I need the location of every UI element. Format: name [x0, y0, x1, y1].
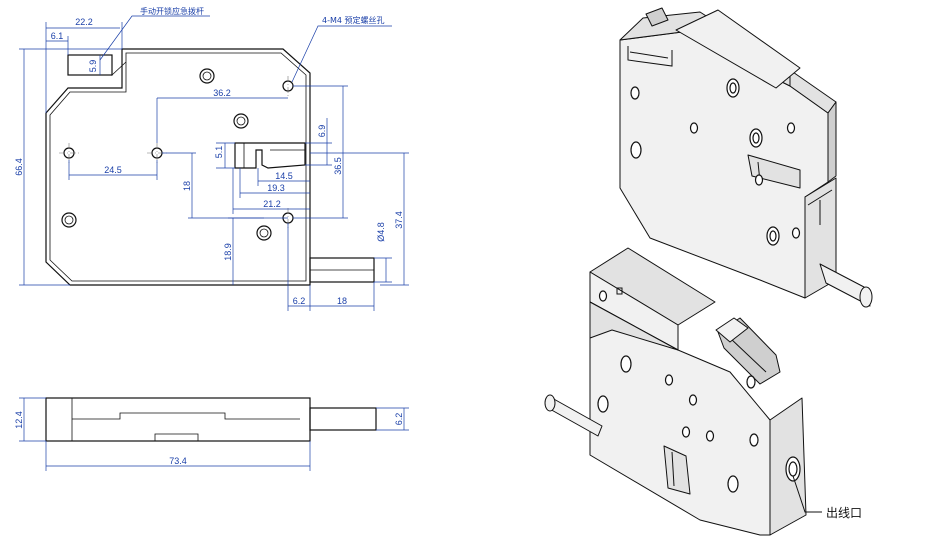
dim-14-5: 14.5 — [275, 171, 293, 181]
dim-19-3: 19.3 — [267, 183, 285, 193]
bottom-body — [45, 397, 311, 442]
centre-lines — [59, 76, 289, 228]
front-view: 22.2 6.1 5.9 36.2 6.9 5.1 24.5 14.5 36.5… — [14, 6, 409, 311]
dim-73-4: 73.4 — [169, 456, 187, 466]
dim-66-4: 66.4 — [14, 158, 24, 176]
iso-view-bottom: 出线口 — [544, 247, 862, 536]
dim-5-1: 5.1 — [214, 146, 224, 159]
dim-5-9: 5.9 — [88, 60, 98, 73]
dim-36-2: 36.2 — [213, 88, 231, 98]
latch-hook — [234, 142, 306, 169]
dim-18-9: 18.9 — [223, 243, 233, 261]
dim-22-2: 22.2 — [75, 17, 93, 27]
dim-37-4: 37.4 — [394, 211, 404, 229]
note-screw-holes: 4-M4 预定螺丝孔 — [322, 15, 385, 25]
dim-24-5: 24.5 — [104, 165, 122, 175]
bottom-view: 12.4 6.2 73.4 — [14, 397, 409, 471]
bottom-body-seam — [72, 412, 300, 420]
mounting-holes — [61, 68, 294, 241]
dim-18-horizontal: 18 — [337, 296, 347, 306]
dim-36-5: 36.5 — [333, 157, 343, 175]
body-inner-outline — [49, 52, 307, 282]
label-wire-outlet: 出线口 — [826, 506, 862, 520]
dim-diameter-4-8: Ø4.8 — [376, 222, 386, 242]
dim-6-2: 6.2 — [293, 296, 306, 306]
dim-6-2-bolt: 6.2 — [394, 413, 404, 426]
dimension-lines — [19, 15, 409, 311]
dim-12-4: 12.4 — [14, 411, 24, 429]
body-outline — [45, 48, 311, 286]
note-manual-release-lever: 手动开锁应急拨杆 — [140, 6, 204, 16]
lever-slot-edge — [111, 55, 127, 76]
bottom-body-notch — [154, 433, 199, 441]
bottom-bolt — [309, 407, 377, 431]
dim-6-1: 6.1 — [51, 31, 64, 41]
dim-21-2: 21.2 — [263, 199, 281, 209]
iso-view-top — [619, 7, 873, 308]
dim-6-9: 6.9 — [317, 125, 327, 138]
dim-18-vertical: 18 — [182, 181, 192, 191]
